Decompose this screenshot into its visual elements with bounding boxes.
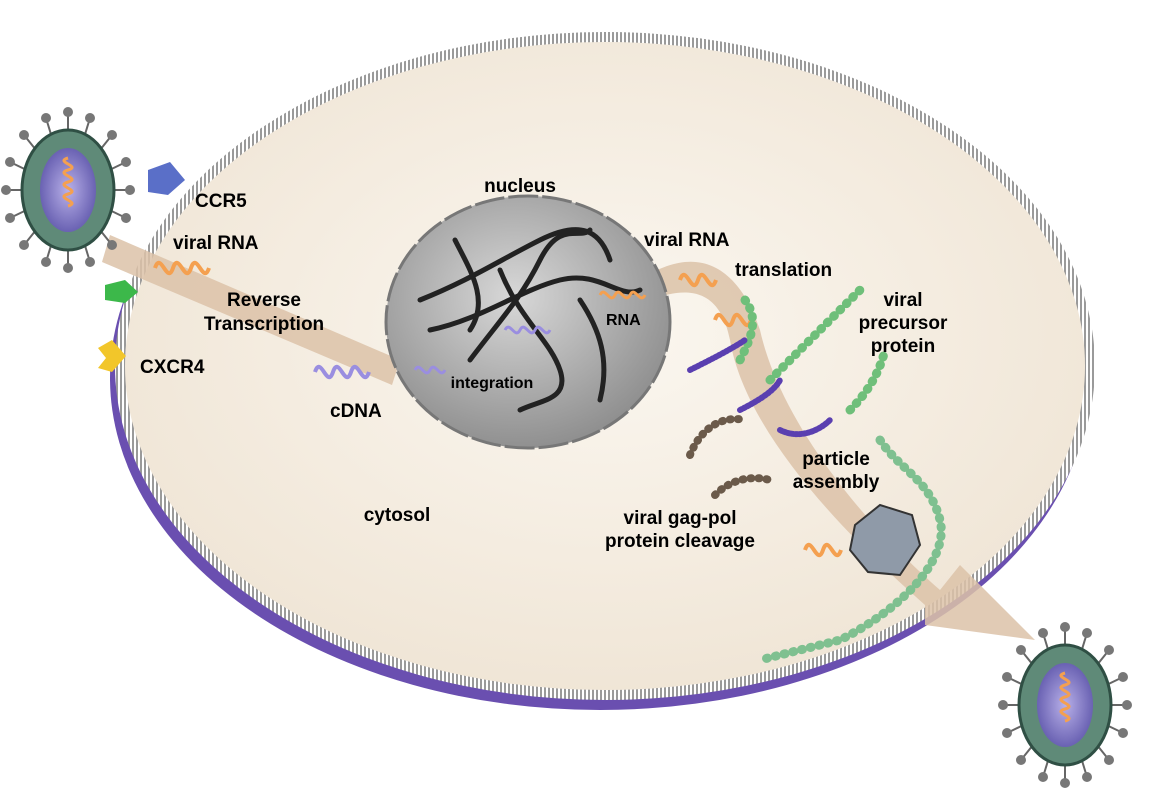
label-viral-rna-right: viral RNA <box>644 230 730 251</box>
entry-arrow <box>102 235 400 385</box>
label-integration: integration <box>451 375 534 392</box>
translating-rna <box>713 312 753 328</box>
label-nucleus: nucleus <box>484 176 556 197</box>
label-precursor: precursor <box>859 313 948 334</box>
label-protein-cleavage: protein cleavage <box>605 531 755 552</box>
label-transcription: Transcription <box>204 314 324 335</box>
label-viral-rna-left: viral RNA <box>173 233 259 254</box>
cd4-receptor <box>105 280 138 303</box>
packaged-rna <box>803 542 843 558</box>
cxcr4-receptor <box>98 340 126 372</box>
viral-rna-strand-2 <box>678 272 718 288</box>
label-assembly: assembly <box>793 472 880 493</box>
ccr5-receptor <box>148 162 185 195</box>
label-cytosol: cytosol <box>364 505 431 526</box>
label-rna: RNA <box>606 312 641 329</box>
budding-virion <box>848 503 922 577</box>
label-translation: translation <box>735 260 832 281</box>
label-cxcr4: CXCR4 <box>140 357 205 378</box>
label-particle: particle <box>802 449 870 470</box>
label-ccr5: CCR5 <box>195 191 247 212</box>
label-protein: protein <box>871 336 935 357</box>
viral-rna-strand <box>153 260 211 276</box>
nucleus <box>384 194 672 450</box>
cdna-strand <box>313 364 371 380</box>
label-reverse: Reverse <box>227 290 301 311</box>
label-gag-pol: viral gag-pol <box>624 508 737 529</box>
chromatin <box>417 227 643 413</box>
protein-chains <box>686 285 946 665</box>
hiv-virion-released <box>996 620 1134 789</box>
label-viral: viral <box>883 290 922 311</box>
label-cdna: cDNA <box>330 401 382 422</box>
hiv-virion-entering <box>0 105 137 275</box>
